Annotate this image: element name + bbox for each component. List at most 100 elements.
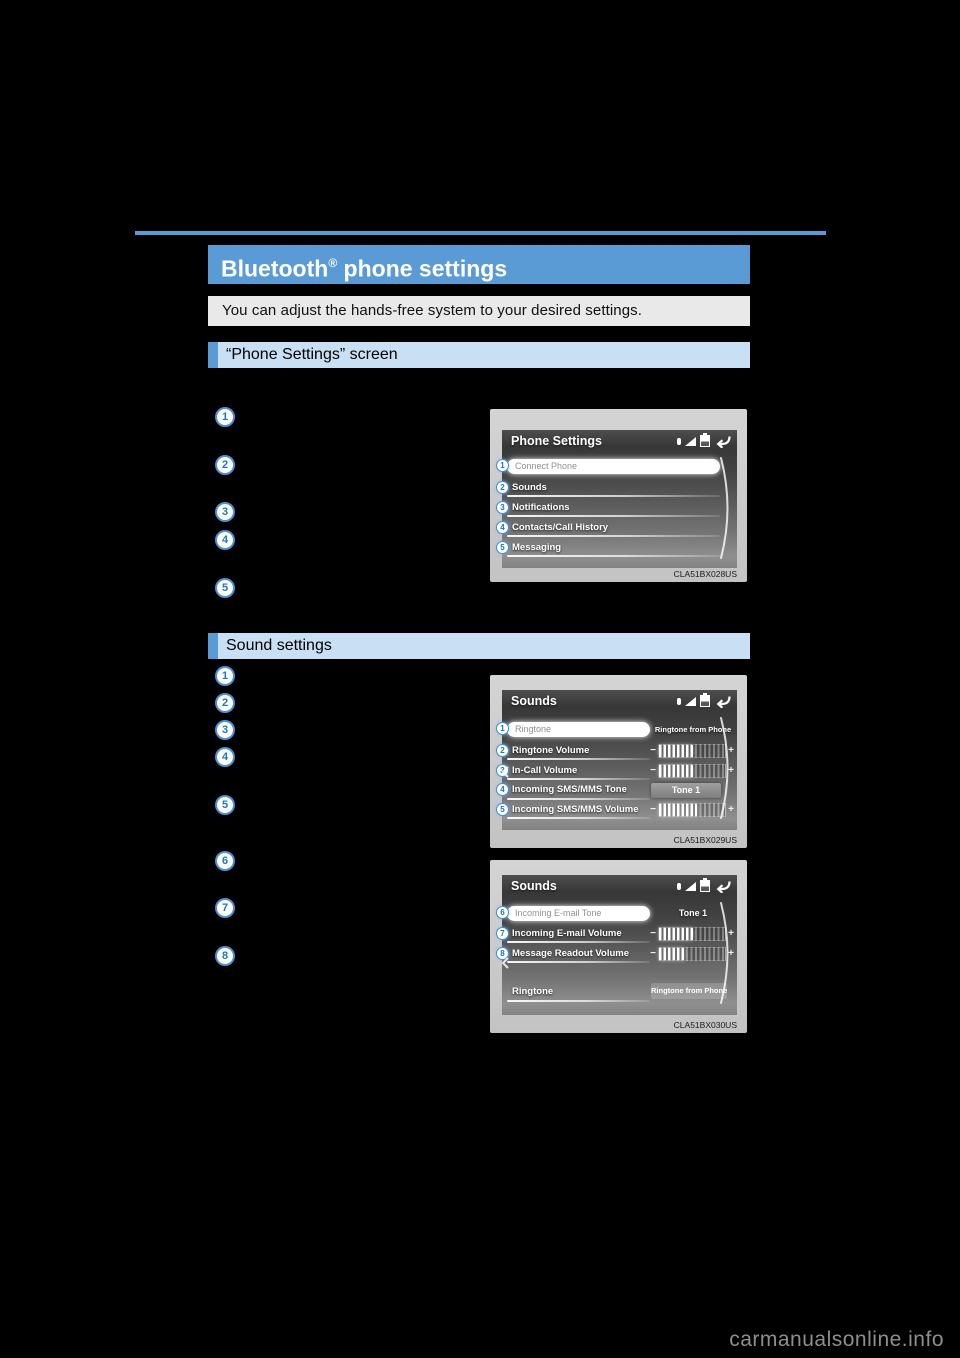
- sounds-screenshot-2: Sounds Incoming E-mail Tone Tone 1 6 Inc…: [490, 860, 747, 1033]
- menu-item-contacts-call-history[interactable]: Contacts/Call History: [512, 522, 609, 533]
- screen-callout-8: 8: [496, 947, 509, 960]
- menu-item-ringtone-volume[interactable]: Ringtone Volume: [512, 745, 590, 756]
- screen-callout-6: 6: [496, 906, 509, 919]
- section-accent: [208, 342, 218, 368]
- section-phone-settings: “Phone Settings” screen: [208, 342, 750, 368]
- status-icons: [677, 693, 731, 708]
- scroll-left-icon[interactable]: [502, 766, 509, 778]
- screen-callout-2: 2: [496, 481, 509, 494]
- page-title: Bluetooth® phone settings: [208, 245, 750, 289]
- divider: [507, 961, 650, 963]
- menu-item-email-volume[interactable]: Incoming E-mail Volume: [512, 928, 622, 939]
- intro-bar: You can adjust the hands-free system to …: [208, 296, 750, 326]
- return-arrow-icon[interactable]: [714, 695, 731, 708]
- volume-meter: [658, 764, 726, 778]
- divider: [507, 798, 650, 800]
- divider: [507, 941, 650, 943]
- page-callout-1: 1: [215, 407, 235, 427]
- screen-callout-1: 1: [496, 722, 509, 735]
- page-callout-s2: 2: [215, 693, 235, 713]
- volume-minus-button[interactable]: −: [650, 948, 656, 959]
- page-callout-s3: 3: [215, 720, 235, 740]
- volume-fill: [659, 765, 694, 777]
- menu-item-readout-volume[interactable]: Message Readout Volume: [512, 948, 630, 959]
- volume-minus-button[interactable]: −: [650, 745, 656, 756]
- scroll-arc: [720, 457, 729, 559]
- menu-item-ringtone[interactable]: Ringtone: [512, 986, 554, 997]
- menu-item-sms-tone[interactable]: Incoming SMS/MMS Tone: [512, 784, 627, 795]
- page-title-rest: phone settings: [337, 255, 508, 282]
- sounds-screen-1: Sounds Ringtone Ringtone from Phone 1 Ri…: [496, 690, 737, 830]
- watermark: carmanualsonline.info: [729, 1328, 944, 1351]
- menu-item-label: Ringtone: [515, 724, 552, 734]
- screen-callout-5: 5: [496, 541, 509, 554]
- intro-text: You can adjust the hands-free system to …: [222, 302, 643, 319]
- registered-mark: ®: [328, 256, 338, 270]
- volume-meter: [658, 947, 726, 961]
- screen-callout-5: 5: [496, 803, 509, 816]
- volume-plus-button[interactable]: +: [728, 804, 734, 815]
- sounds-screenshot-1: Sounds Ringtone Ringtone from Phone 1 Ri…: [490, 675, 747, 848]
- menu-item-ringtone[interactable]: Ringtone: [507, 722, 650, 737]
- divider: [507, 758, 650, 760]
- screen-callout-1: 1: [496, 459, 509, 472]
- bluetooth-icon: [677, 437, 681, 445]
- return-arrow-icon[interactable]: [714, 880, 731, 893]
- divider: [507, 1000, 650, 1002]
- divider: [507, 515, 720, 517]
- signal-strength-icon: [685, 436, 696, 446]
- page-callout-s6: 6: [215, 851, 235, 871]
- ringtone-volume-control[interactable]: − +: [649, 744, 735, 758]
- volume-meter: [658, 744, 726, 758]
- menu-item-sms-volume[interactable]: Incoming SMS/MMS Volume: [512, 804, 639, 815]
- menu-item-sounds[interactable]: Sounds: [512, 482, 547, 493]
- bluetooth-icon: [677, 882, 681, 890]
- volume-plus-button[interactable]: +: [728, 948, 734, 959]
- volume-fill: [659, 804, 698, 816]
- scroll-left-icon[interactable]: [502, 957, 509, 969]
- page-callout-s4: 4: [215, 747, 235, 767]
- menu-item-label: Incoming E-mail Tone: [515, 908, 602, 918]
- volume-minus-button[interactable]: −: [650, 928, 656, 939]
- in-call-volume-control[interactable]: − +: [649, 764, 735, 778]
- scroll-arc: [720, 902, 729, 1004]
- page-callout-s7: 7: [215, 898, 235, 918]
- volume-minus-button[interactable]: −: [650, 765, 656, 776]
- section-label: “Phone Settings” screen: [226, 346, 398, 363]
- volume-plus-button[interactable]: +: [728, 765, 734, 776]
- sms-volume-control[interactable]: − +: [649, 803, 735, 817]
- battery-icon: [700, 693, 710, 707]
- return-arrow-icon[interactable]: [714, 435, 731, 448]
- menu-item-connect-phone[interactable]: Connect Phone: [507, 459, 720, 474]
- sms-tone-button[interactable]: Tone 1: [651, 783, 721, 798]
- volume-fill: [659, 948, 686, 960]
- page-title-bar: Bluetooth® phone settings: [208, 245, 750, 284]
- ringtone-value: Ringtone from Phone: [654, 725, 732, 734]
- page-title-main: Bluetooth: [221, 255, 329, 282]
- screen-title: Phone Settings: [511, 434, 602, 448]
- volume-minus-button[interactable]: −: [650, 804, 656, 815]
- figure-code: CLA51BX030US: [673, 1020, 737, 1030]
- volume-plus-button[interactable]: +: [728, 928, 734, 939]
- battery-icon: [700, 433, 710, 447]
- phone-settings-screen: Phone Settings Connect Phone 1 Sounds 2 …: [496, 430, 737, 568]
- ringtone-value-button[interactable]: Ringtone from Phone: [651, 983, 727, 999]
- screen-callout-4: 4: [496, 783, 509, 796]
- screen-callout-4: 4: [496, 521, 509, 534]
- status-icons: [677, 433, 731, 448]
- volume-plus-button[interactable]: +: [728, 745, 734, 756]
- screen-callout-3: 3: [496, 501, 509, 514]
- email-volume-control[interactable]: − +: [649, 927, 735, 941]
- page-callout-5: 5: [215, 578, 235, 598]
- section-sound-settings: Sound settings: [208, 633, 750, 659]
- menu-item-notifications[interactable]: Notifications: [512, 502, 570, 513]
- menu-item-email-tone[interactable]: Incoming E-mail Tone: [507, 906, 650, 921]
- readout-volume-control[interactable]: − +: [649, 947, 735, 961]
- menu-item-messaging[interactable]: Messaging: [512, 542, 562, 553]
- section-accent: [208, 633, 218, 659]
- volume-meter: [658, 927, 726, 941]
- screen-callout-2: 2: [496, 744, 509, 757]
- menu-item-in-call-volume[interactable]: In-Call Volume: [512, 765, 578, 776]
- volume-meter: [658, 803, 726, 817]
- divider: [507, 778, 650, 780]
